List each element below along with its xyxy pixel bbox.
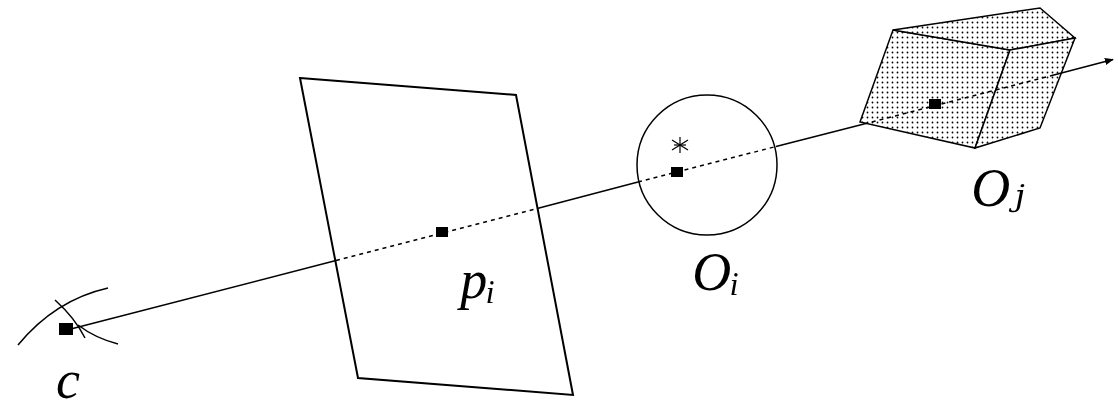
object-label: Oⱼ — [971, 161, 1024, 215]
ray-points — [59, 99, 941, 335]
light-star — [672, 137, 688, 153]
ray-line — [67, 60, 1113, 331]
cube-object — [860, 8, 1075, 148]
eye-symbol — [18, 288, 118, 345]
viewpoint-label: c — [56, 353, 80, 407]
sphere-object — [637, 95, 777, 235]
object-label: Oᵢ — [692, 245, 740, 299]
pixel-label: pᵢ — [460, 253, 496, 307]
image-plane — [300, 78, 573, 395]
